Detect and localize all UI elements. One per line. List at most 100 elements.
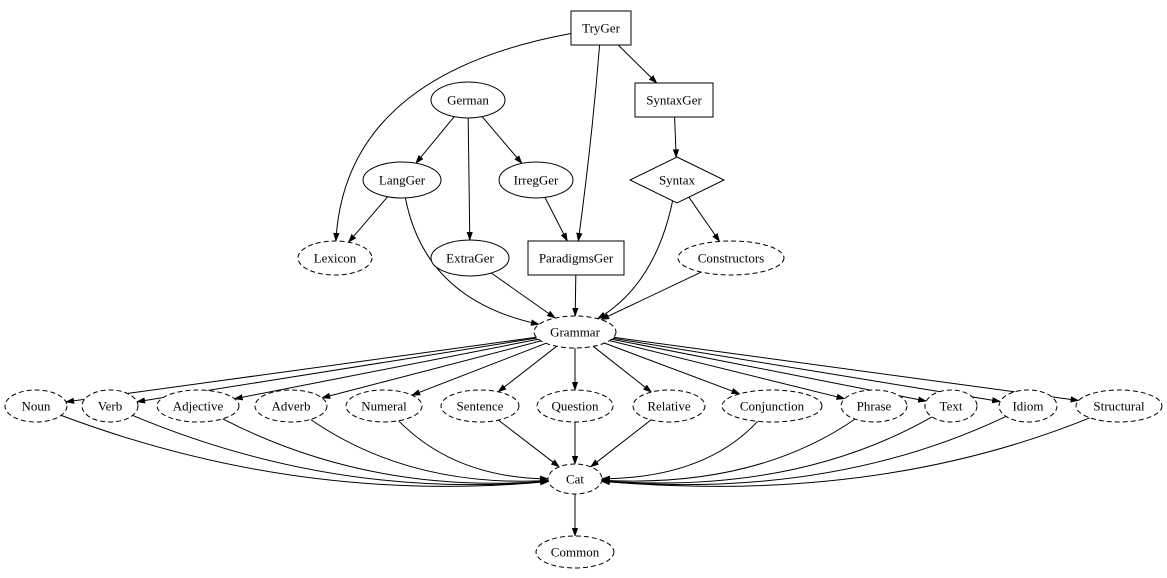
- edge-adjective-cat: [222, 418, 550, 485]
- paradigmsger-shape: [527, 240, 625, 276]
- cat-shape: [547, 463, 603, 495]
- common-node: Common: [535, 535, 615, 569]
- conjunction-label: Conjunction: [740, 399, 805, 414]
- edge-syntax-constructors: [688, 196, 721, 243]
- structural-node: Structural: [1075, 389, 1163, 423]
- edge-tryger-syntaxger: [617, 44, 658, 84]
- common-shape: [535, 535, 615, 569]
- edge-langger-lexicon: [348, 196, 388, 243]
- structural-label: Structural: [1093, 399, 1145, 414]
- edge-relative-cat: [589, 419, 652, 468]
- edge-adverb-cat: [310, 418, 549, 485]
- german-label: German: [447, 93, 489, 108]
- edge-tryger-paradigmsger: [576, 44, 601, 242]
- relative-node: Relative: [632, 389, 706, 423]
- edge-conjunction-cat: [601, 420, 759, 482]
- syntaxger-label: SyntaxGer: [646, 93, 702, 108]
- syntax-label: Syntax: [659, 173, 696, 188]
- irregger-shape: [498, 161, 574, 199]
- conjunction-node: Conjunction: [721, 389, 823, 423]
- edge-grammar-adjective: [233, 338, 539, 401]
- german-node: German: [430, 81, 506, 119]
- edge-paradigmsger-grammar: [572, 274, 579, 317]
- adjective-node: Adjective: [156, 389, 240, 423]
- constructors-node: Constructors: [677, 240, 785, 276]
- edge-grammar-noun: [65, 336, 537, 404]
- phrase-label: Phrase: [857, 399, 892, 414]
- edge-grammar-structural: [613, 336, 1080, 403]
- cat-label: Cat: [566, 472, 584, 487]
- adverb-shape: [254, 389, 328, 423]
- conjunction-shape: [721, 389, 823, 423]
- numeral-shape: [345, 389, 423, 423]
- langger-label: LangGer: [379, 173, 426, 188]
- extrager-shape: [430, 239, 510, 277]
- adverb-label: Adverb: [272, 399, 311, 414]
- extrager-label: ExtraGer: [446, 251, 494, 266]
- edge-grammar-phrase: [609, 340, 846, 400]
- noun-shape: [4, 389, 68, 423]
- tryger-node: TryGer: [570, 10, 632, 46]
- lexicon-label: Lexicon: [314, 251, 357, 266]
- verb-label: Verb: [98, 399, 123, 414]
- adjective-shape: [156, 389, 240, 423]
- edge-extrager-grammar: [491, 272, 556, 319]
- edges-layer: [60, 33, 1091, 537]
- edge-constructors-grammar: [600, 271, 702, 321]
- edge-grammar-numeral: [411, 342, 547, 396]
- german-shape: [430, 81, 506, 119]
- verb-shape: [81, 389, 139, 423]
- relative-label: Relative: [647, 399, 691, 414]
- syntaxger-shape: [634, 82, 714, 118]
- syntaxger-node: SyntaxGer: [634, 82, 714, 118]
- noun-node: Noun: [4, 389, 68, 423]
- lexicon-node: Lexicon: [297, 240, 373, 276]
- syntax-node: Syntax: [628, 156, 726, 204]
- question-shape: [536, 389, 614, 423]
- langger-node: LangGer: [362, 161, 442, 199]
- adverb-node: Adverb: [254, 389, 328, 423]
- structural-shape: [1075, 389, 1163, 423]
- langger-shape: [362, 161, 442, 199]
- question-node: Question: [536, 389, 614, 423]
- grammar-node: Grammar: [533, 315, 617, 349]
- edge-irregger-paradigmsger: [544, 197, 568, 242]
- phrase-node: Phrase: [840, 389, 908, 423]
- sentence-label: Sentence: [457, 399, 504, 414]
- edge-phrase-cat: [601, 418, 856, 484]
- edge-grammar-conjunction: [604, 342, 741, 395]
- cat-node: Cat: [547, 463, 603, 495]
- noun-label: Noun: [22, 399, 51, 414]
- grammar-shape: [533, 315, 617, 349]
- edge-text-cat: [600, 416, 933, 485]
- paradigmsger-node: ParadigmsGer: [527, 240, 625, 276]
- text-label: Text: [940, 399, 963, 414]
- numeral-node: Numeral: [345, 389, 423, 423]
- edge-german-irregger: [481, 116, 523, 165]
- sentence-shape: [440, 389, 520, 423]
- edge-idiom-cat: [600, 415, 1007, 486]
- common-label: Common: [551, 545, 600, 560]
- tryger-label: TryGer: [582, 21, 620, 36]
- edge-sentence-cat: [498, 419, 560, 468]
- extrager-node: ExtraGer: [430, 239, 510, 277]
- edge-langger-grammar: [404, 197, 540, 326]
- irregger-label: IrregGer: [514, 173, 559, 188]
- adjective-label: Adjective: [173, 399, 224, 414]
- verb-node: Verb: [81, 389, 139, 423]
- numeral-label: Numeral: [361, 399, 407, 414]
- syntax-shape: [628, 156, 726, 204]
- edge-german-extrager: [466, 117, 473, 241]
- paradigmsger-label: ParadigmsGer: [539, 251, 614, 266]
- grammar-label: Grammar: [550, 325, 600, 340]
- constructors-shape: [677, 240, 785, 276]
- sentence-node: Sentence: [440, 389, 520, 423]
- text-node: Text: [924, 389, 978, 423]
- idiom-label: Idiom: [1012, 399, 1043, 414]
- edge-numeral-cat: [398, 420, 549, 482]
- edge-noun-cat: [60, 414, 550, 487]
- text-shape: [924, 389, 978, 423]
- edge-grammar-sentence: [497, 345, 557, 393]
- edge-grammar-idiom: [612, 337, 1002, 404]
